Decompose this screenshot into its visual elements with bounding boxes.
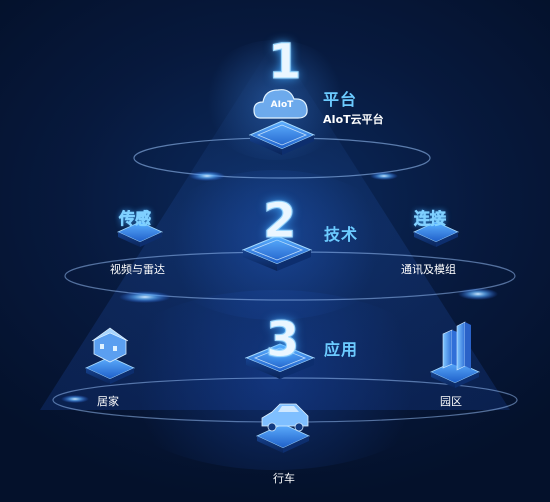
sensing-tag: 传感 bbox=[119, 209, 152, 229]
pad-tech bbox=[241, 235, 313, 271]
aiot-cloud-text: AIoT bbox=[271, 100, 294, 110]
car-icon bbox=[261, 403, 309, 432]
pad-platform bbox=[248, 120, 316, 155]
tier-3-number: 3 bbox=[265, 312, 300, 368]
pad-home bbox=[85, 356, 135, 384]
car-label: 行车 bbox=[273, 472, 295, 485]
tier-1-number: 1 bbox=[267, 34, 302, 90]
pad-sensing bbox=[117, 221, 163, 247]
sensing-label: 视频与雷达 bbox=[110, 263, 165, 276]
pad-app bbox=[244, 343, 316, 379]
tier-1-subtitle: AIoT云平台 bbox=[323, 113, 384, 126]
tier-2-number: 2 bbox=[262, 193, 297, 249]
tier-1-title: 平台 bbox=[323, 90, 358, 109]
buildings-icon bbox=[442, 321, 471, 371]
cloud-icon bbox=[253, 89, 308, 119]
connect-tag: 连接 bbox=[414, 209, 447, 229]
park-label: 园区 bbox=[440, 395, 462, 408]
tier-3-title: 应用 bbox=[324, 340, 359, 359]
pyramid-cone bbox=[40, 40, 510, 410]
home-label: 居家 bbox=[97, 395, 119, 408]
connect-label: 通讯及模组 bbox=[401, 263, 456, 276]
tier-2-title: 技术 bbox=[324, 225, 359, 244]
pad-connect bbox=[413, 221, 459, 247]
house-icon bbox=[91, 327, 129, 363]
